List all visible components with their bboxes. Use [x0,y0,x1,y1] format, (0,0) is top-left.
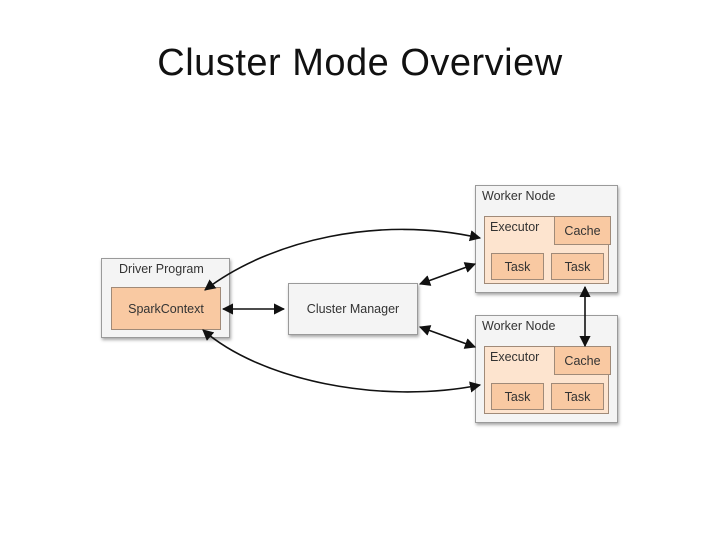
task-2a-label: Task [504,389,531,404]
executor-box-2: Executor Cache Task Task [484,346,611,414]
spark-context-label: SparkContext [128,301,204,316]
task-box-1b: Task [551,253,604,280]
task-1b-label: Task [564,259,591,274]
task-box-2b: Task [551,383,604,410]
task-box-1a: Task [491,253,544,280]
task-2b-label: Task [564,389,591,404]
worker-node-2-label: Worker Node [482,319,556,333]
task-box-2a: Task [491,383,544,410]
cache-box-2: Cache [554,346,611,375]
driver-program-node: Driver Program SparkContext [101,258,230,338]
worker-node-1-label: Worker Node [482,189,556,203]
arrow-driver-worker1 [204,228,482,291]
executor-1-label: Executor [490,220,540,234]
cluster-manager-label: Cluster Manager [306,302,400,316]
arrow-manager-worker1 [418,262,477,286]
task-1a-label: Task [504,259,531,274]
worker-node-2: Worker Node Executor Cache Task Task [475,315,618,423]
executor-box-1: Executor Cache Task Task [484,216,611,284]
cluster-manager-node: Cluster Manager [288,283,418,335]
spark-context-box: SparkContext [111,287,221,330]
cache-1-label: Cache [564,223,601,238]
slide-title: Cluster Mode Overview [157,42,563,84]
worker-node-1: Worker Node Executor Cache Task Task [475,185,618,293]
arrow-manager-worker2 [418,325,477,349]
arrow-driver-worker2 [202,329,482,393]
cache-box-1: Cache [554,216,611,245]
cache-2-label: Cache [564,353,601,368]
driver-program-label: Driver Program [119,262,204,276]
executor-2-label: Executor [490,350,540,364]
